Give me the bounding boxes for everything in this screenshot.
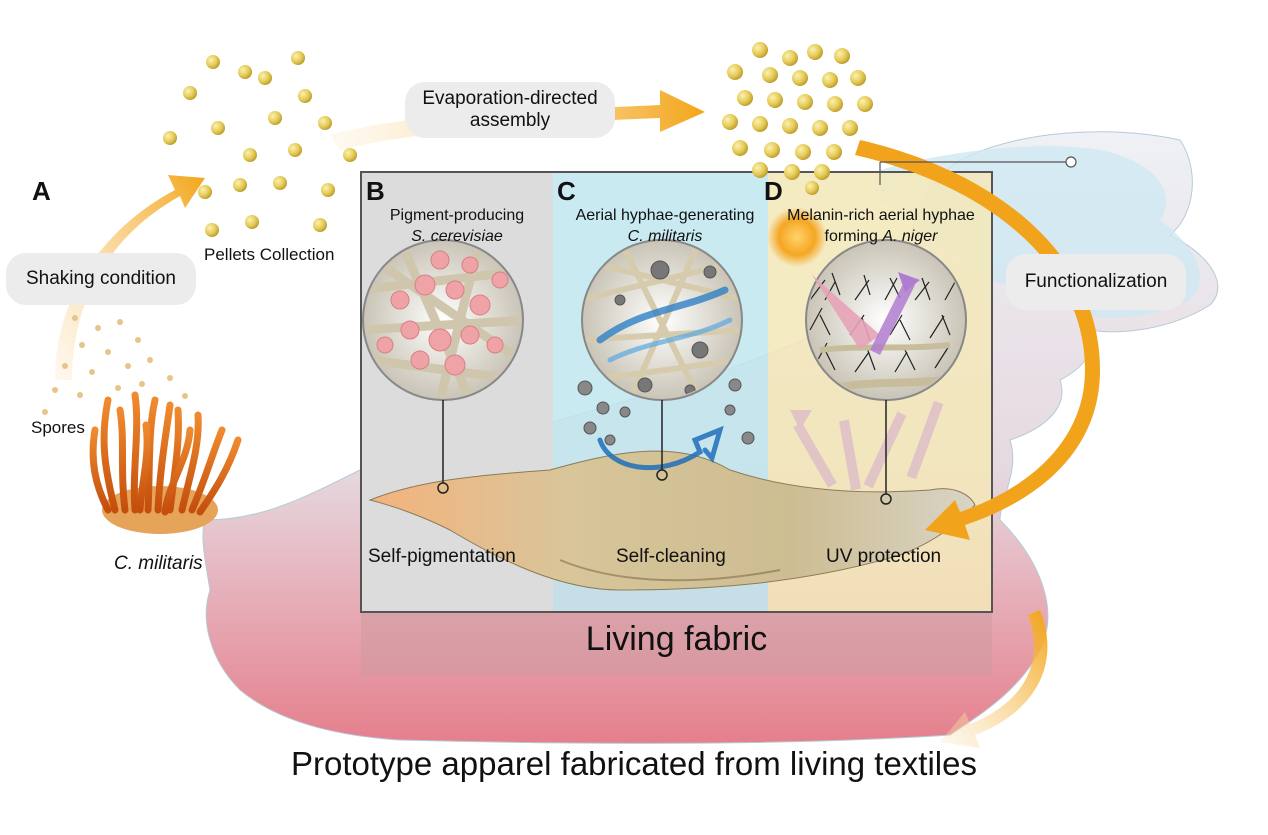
panel-d-title-prefix: forming	[824, 227, 883, 245]
assembled-pellet-cluster	[722, 42, 873, 195]
cordyceps-militaris-illustration	[89, 391, 242, 534]
self-pigmentation-label: Self-pigmentation	[368, 546, 516, 567]
shaking-condition-label: Shaking condition	[6, 253, 196, 305]
panel-c-title-line1: Aerial hyphae-generating	[575, 207, 755, 224]
organism-label: C. militaris	[114, 553, 203, 574]
panel-c-micrograph	[577, 239, 755, 481]
evaporation-line2: assembly	[469, 110, 551, 131]
living-fabric-band	[361, 612, 992, 676]
panel-c-letter: C	[557, 176, 576, 206]
apparel-arrow	[940, 610, 1048, 748]
panel-d-title: Melanin-rich aerial hyphae forming A. ni…	[770, 206, 992, 248]
pellets-collection-graphic	[163, 51, 357, 237]
spores-label: Spores	[31, 418, 85, 437]
evaporation-line1: Evaporation-directed	[422, 88, 598, 110]
functionalization-label: Functionalization	[1006, 254, 1186, 310]
panel-b-letter: B	[366, 176, 385, 206]
panel-b-micrograph	[362, 239, 524, 494]
panel-c-title-line2: C. militaris	[627, 227, 703, 245]
fabric-sheet	[368, 450, 976, 591]
panel-a-letter: A	[32, 176, 51, 206]
panel-b-title: Pigment-producing S. cerevisiae	[363, 206, 551, 248]
spores-graphic	[42, 315, 188, 415]
sun-icon	[767, 207, 827, 267]
bottom-caption: Prototype apparel fabricated from living…	[290, 745, 977, 782]
panel-c-title: Aerial hyphae-generating C. militaris	[555, 206, 775, 248]
panel-d-title-line2: forming A. niger	[770, 227, 992, 248]
panel-border	[360, 171, 993, 613]
panel-b-title-line1: Pigment-producing	[389, 207, 525, 224]
self-cleaning-label: Self-cleaning	[616, 546, 726, 567]
panel-d-micrograph	[767, 156, 1077, 505]
pellets-collection-label: Pellets Collection	[204, 245, 335, 264]
evaporation-label: Evaporation-directed assembly	[405, 82, 615, 138]
panel-d-title-line1: Melanin-rich aerial hyphae	[787, 207, 975, 224]
uv-protection-label: UV protection	[826, 546, 942, 567]
panel-d-letter: D	[764, 176, 783, 206]
panel-d-title-italic: A. niger	[882, 227, 938, 245]
living-fabric-label: Living fabric	[585, 620, 768, 658]
functionalization-arrow	[855, 140, 1100, 540]
panel-b-title-line2: S. cerevisiae	[411, 227, 503, 245]
